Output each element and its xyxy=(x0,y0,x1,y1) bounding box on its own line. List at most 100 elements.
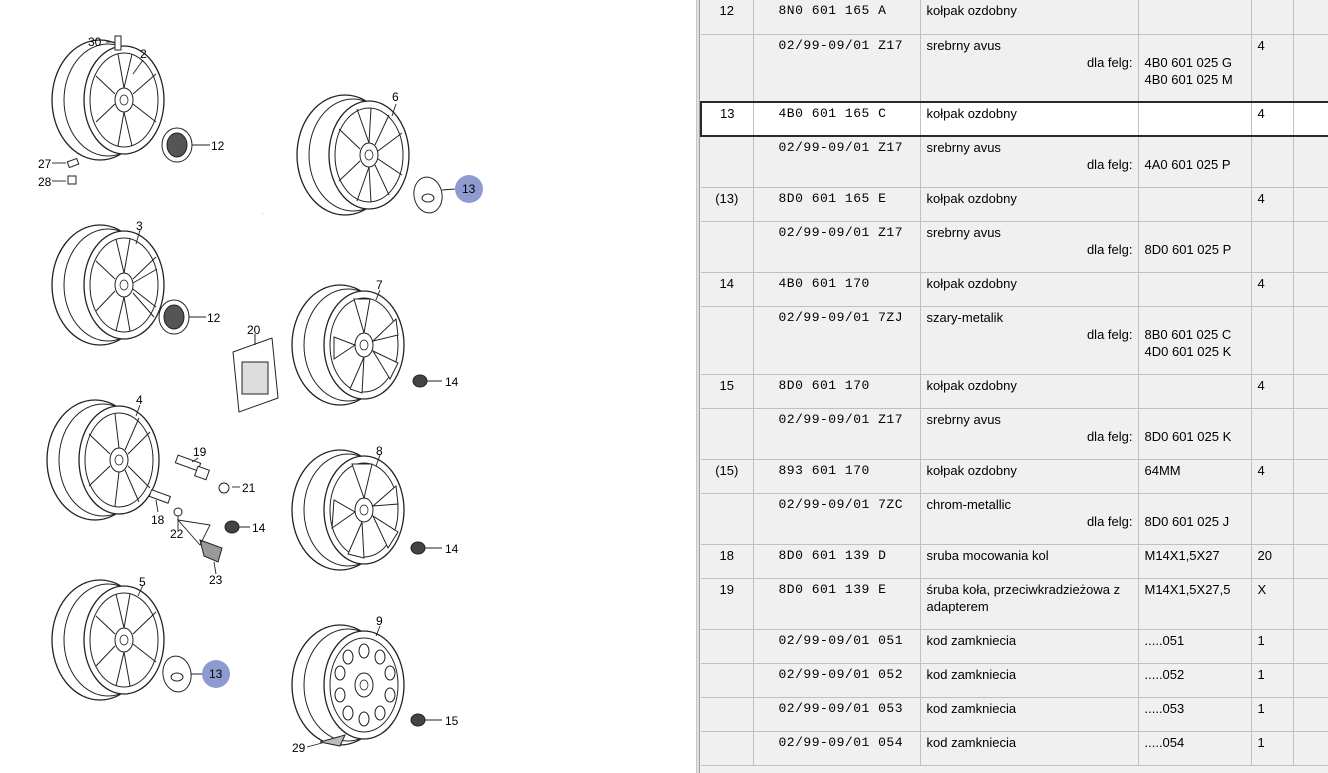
callout-label[interactable]: 12 xyxy=(207,311,221,325)
wheel-4 xyxy=(46,399,160,521)
cell-extra xyxy=(1293,629,1328,664)
cell-spec xyxy=(1138,101,1252,137)
cell-spec xyxy=(1138,272,1252,307)
cell-quantity: 1 xyxy=(1251,697,1294,732)
cell-quantity: 4 xyxy=(1251,187,1294,222)
callout-label[interactable]: 4 xyxy=(136,393,143,407)
cell-index: 12 xyxy=(701,0,754,35)
callout-label[interactable]: 2 xyxy=(140,47,147,61)
hub-cap-12-top xyxy=(161,127,210,163)
cell-part-number: 02/99-09/01 Z17 xyxy=(753,408,921,460)
rim-label: dla felg: xyxy=(1086,241,1133,257)
callout-label[interactable]: 13 xyxy=(209,667,223,681)
cell-description: kołpak ozdobny xyxy=(920,374,1139,409)
svg-text:.: . xyxy=(262,210,264,216)
cell-extra xyxy=(1293,663,1328,698)
callout-label[interactable]: 6 xyxy=(392,90,399,104)
callout-label[interactable]: 27 xyxy=(38,157,52,171)
cell-description: kołpak ozdobny xyxy=(920,0,1139,35)
highlight-badge-13-top[interactable] xyxy=(455,175,483,203)
cell-extra xyxy=(1293,544,1328,579)
cell-quantity xyxy=(1251,493,1294,545)
callout-label[interactable]: 21 xyxy=(242,481,256,495)
cell-quantity: 4 xyxy=(1251,34,1294,103)
cell-part-number: 8D0 601 139 D xyxy=(753,544,921,579)
callout-label[interactable]: 14 xyxy=(445,375,459,389)
callout-label[interactable]: 22 xyxy=(170,527,184,541)
cell-index: 18 xyxy=(701,544,754,579)
callout-label[interactable]: 12 xyxy=(211,139,225,153)
callout-label[interactable]: 29 xyxy=(292,741,306,755)
cell-description: kołpak ozdobny xyxy=(920,272,1139,307)
rim-part-number: 4B0 601 025 G xyxy=(1144,54,1232,70)
cell-spec: 8D0 601 025 J xyxy=(1138,493,1252,545)
callout-label[interactable]: 14 xyxy=(445,542,459,556)
cell-spec: 4A0 601 025 P xyxy=(1138,136,1252,188)
hub-cap-13-bottom xyxy=(162,655,202,693)
cell-description: śruba koła, przeciwkradzieżowa z adapter… xyxy=(920,578,1139,630)
callout-label[interactable]: 7 xyxy=(376,278,383,292)
cell-extra xyxy=(1293,578,1328,630)
callout-label[interactable]: 13 xyxy=(462,182,476,196)
callout-label[interactable]: 3 xyxy=(136,219,143,233)
callout-label[interactable]: 15 xyxy=(445,714,459,728)
callout-label[interactable]: 28 xyxy=(38,175,52,189)
cell-spec xyxy=(1138,187,1252,222)
center-cap-14 xyxy=(224,374,442,727)
cell-extra xyxy=(1293,272,1328,307)
callout-label[interactable]: 23 xyxy=(209,573,223,587)
callout-label[interactable]: 9 xyxy=(376,614,383,628)
cell-index: 15 xyxy=(701,374,754,409)
rim-label: dla felg: xyxy=(1086,513,1133,529)
cell-part-number: 02/99-09/01 054 xyxy=(753,731,921,766)
cell-extra xyxy=(1293,408,1328,460)
hub-cap-13-top xyxy=(413,176,456,214)
callout-label[interactable]: 14 xyxy=(252,521,266,535)
rim-part-number: 4D0 601 025 K xyxy=(1144,343,1232,359)
spec-value: .....054 xyxy=(1144,734,1185,750)
cell-quantity: 4 xyxy=(1251,101,1294,137)
callout-label[interactable]: 8 xyxy=(376,444,383,458)
cell-description: kod zamkniecia xyxy=(920,697,1139,732)
cell-index xyxy=(701,663,754,698)
cell-extra xyxy=(1293,459,1328,494)
callout-label[interactable]: 20 xyxy=(247,323,261,337)
cell-part-number: 4B0 601 165 C xyxy=(753,101,921,137)
pane-splitter[interactable] xyxy=(696,0,700,773)
cell-extra xyxy=(1293,493,1328,545)
lock-kit-20 xyxy=(232,334,279,413)
cell-part-number: 8D0 601 170 xyxy=(753,374,921,409)
callout-label[interactable]: 30 xyxy=(88,35,102,49)
callout-label[interactable]: 19 xyxy=(193,445,207,459)
cell-quantity xyxy=(1251,0,1294,35)
cell-extra xyxy=(1293,34,1328,103)
highlight-badge-13-bottom[interactable] xyxy=(202,660,230,688)
callout-labels: 30 2 12 27 28 6 13 3 12 20 7 14 4 19 21 … xyxy=(38,35,476,755)
callout-label[interactable]: 5 xyxy=(139,575,146,589)
callout-label[interactable]: 18 xyxy=(151,513,165,527)
cell-quantity xyxy=(1251,408,1294,460)
cell-index xyxy=(701,731,754,766)
cell-index xyxy=(701,629,754,664)
cell-spec: .....051 xyxy=(1138,629,1252,664)
cell-extra xyxy=(1293,0,1328,35)
